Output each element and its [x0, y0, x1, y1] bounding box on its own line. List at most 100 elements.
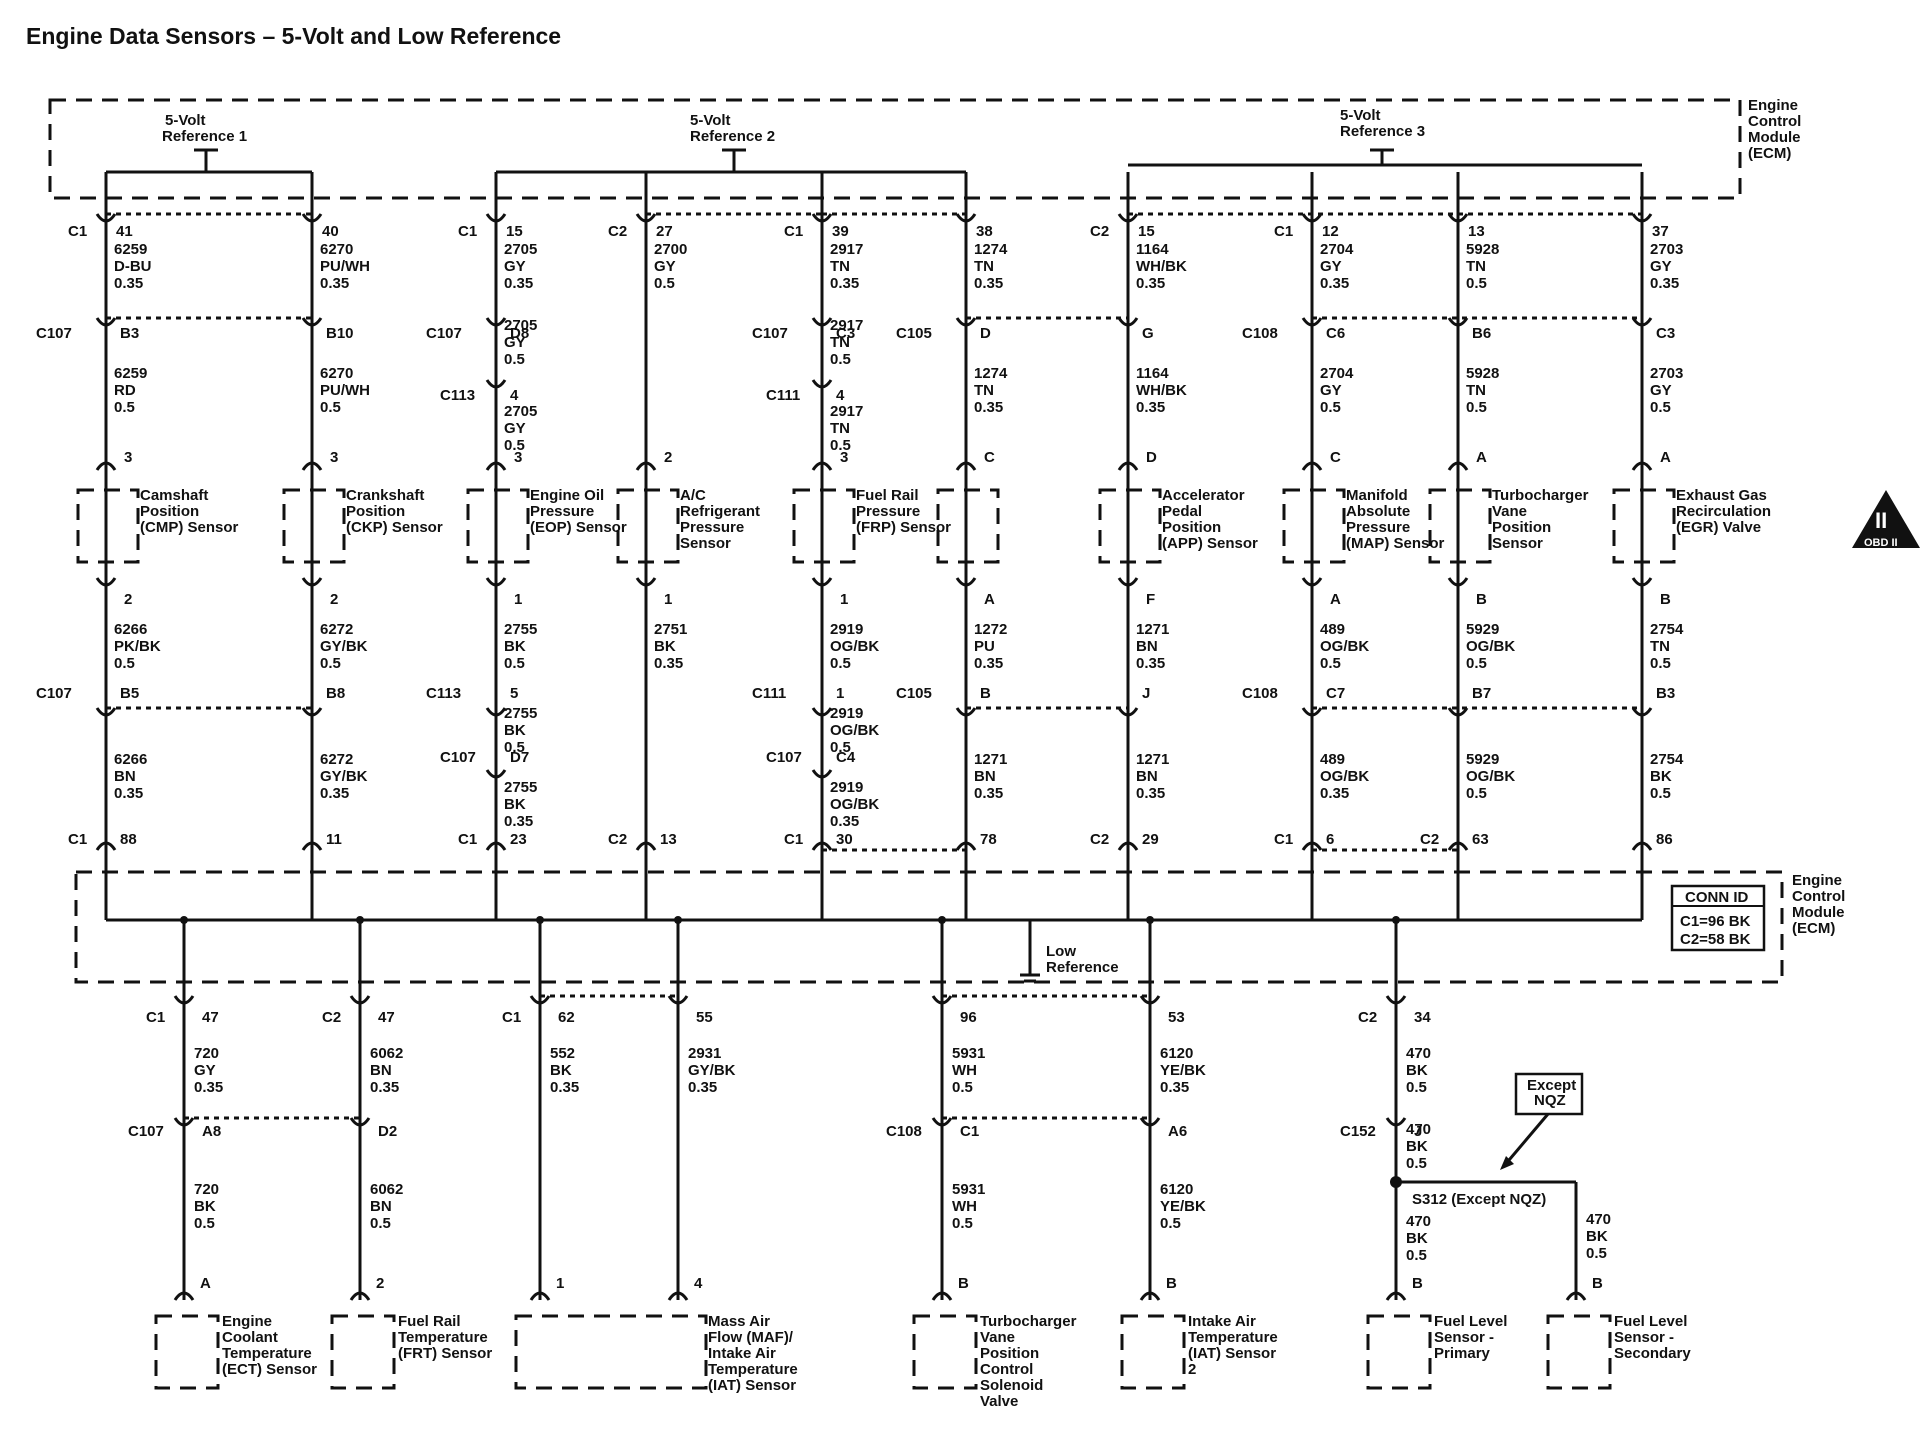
sensor-name-frp-line-2: (FRP) Sensor	[856, 519, 951, 536]
seg2-frp-1: TN	[830, 334, 850, 351]
seg2-egr-0: 2703	[1650, 365, 1683, 382]
lsensor-name-tvc-line-2: Position	[980, 1345, 1039, 1362]
inline2-pin-frp2: B	[980, 685, 991, 702]
sensor-name-map-line-2: Pressure	[1346, 519, 1410, 536]
lpin-maf1: 62	[558, 1009, 575, 1026]
pin-cup-iat2	[1139, 995, 1161, 1005]
sensor-top-cup-eop	[485, 461, 507, 471]
ecm-pin-cmp: 88	[120, 831, 137, 848]
lsensor-cup-maf2	[667, 1291, 689, 1301]
sensor-name-map-line-1: Absolute	[1346, 503, 1410, 520]
lconn-ect: C1	[146, 1009, 165, 1026]
lsensor-cup-fl	[1385, 1291, 1407, 1301]
inline2-pin-egr: B3	[1656, 685, 1675, 702]
pin-cup-cmp-top	[95, 213, 117, 223]
seg4b-eop-1: BK	[504, 796, 526, 813]
seg3-egr-0: 2754	[1650, 621, 1684, 638]
seg4b-frp-0: 2919	[830, 779, 863, 796]
lseg1-maf1-2: 0.35	[550, 1079, 579, 1096]
lsensor-box-fl2	[1546, 1314, 1612, 1390]
inline2-map: C108	[1242, 685, 1278, 702]
inline2b-pin-frp: C4	[836, 749, 856, 766]
lsensor-name-fl2-line-0: Fuel Level	[1614, 1313, 1687, 1330]
inline-frp: C107	[752, 325, 788, 342]
lseg1-iat2-2: 0.35	[1160, 1079, 1189, 1096]
inline2-eop: C113	[426, 685, 461, 702]
sensor-name-ac-line-3: Sensor	[680, 535, 731, 552]
lsensor-name-frt-line-1: Temperature	[398, 1329, 488, 1346]
inline2-frp2: C105	[896, 685, 932, 702]
lsensor-name-ect-line-1: Coolant	[222, 1329, 278, 1346]
lseg2-iat2-2: 0.5	[1160, 1215, 1181, 1232]
lsensor-name-ect-line-3: (ECT) Sensor	[222, 1361, 317, 1378]
ecm-conn-app: C2	[1090, 831, 1109, 848]
lsensor-name-fl-line-0: Fuel Level	[1434, 1313, 1507, 1330]
pin-cup-ckp-ecm	[301, 841, 323, 851]
linline-cup-fl	[1385, 1117, 1407, 1127]
seg2-tvp-0: 5928	[1466, 365, 1499, 382]
inline-cup-map	[1301, 317, 1323, 327]
sensor-name-egr-line-1: Recirculation	[1676, 503, 1771, 520]
inline2-cup-frp2	[955, 707, 977, 717]
lseg3-fl-0: 470	[1406, 1213, 1431, 1230]
sensor-bot-cup-frp	[811, 577, 833, 587]
lseg1-fl2-0: 470	[1586, 1211, 1611, 1228]
lsensor-pin-fl: B	[1412, 1275, 1423, 1292]
seg4-cmp-0: 6266	[114, 751, 147, 768]
sensor-pin-bot-ckp: 2	[330, 591, 338, 608]
lseg2-ect-0: 720	[194, 1181, 219, 1198]
seg1-frp-0: 2917	[830, 241, 863, 258]
sensor-name-app-line-0: Accelerator	[1162, 487, 1245, 504]
lsensor-box-iat2	[1120, 1314, 1186, 1390]
pin-cup-frp-ecm	[811, 841, 833, 851]
seg3-app-2: 0.35	[1136, 655, 1165, 672]
sensor-name-ac-line-2: Pressure	[680, 519, 744, 536]
inline-pin-frp: C3	[836, 325, 855, 342]
seg3-eop-1: BK	[504, 638, 526, 655]
sensor-boxes	[76, 488, 1676, 1390]
seg4-tvp-0: 5929	[1466, 751, 1499, 768]
lsensor-pin-frt: 2	[376, 1275, 384, 1292]
pin-tvp: 13	[1468, 223, 1485, 240]
seg3-tvp-1: OG/BK	[1466, 638, 1515, 655]
seg1-map-1: GY	[1320, 258, 1342, 275]
sensor-pin-bot-map: A	[1330, 591, 1341, 608]
sensor-top-cup-egr	[1631, 461, 1653, 471]
ecm-pin-ckp: 11	[326, 831, 342, 848]
conn-ac: C2	[608, 223, 627, 240]
seg4-egr-1: BK	[1650, 768, 1672, 785]
ecm-pin-frp: 30	[836, 831, 853, 848]
lsensor-name-maf2-line-2: Intake Air	[708, 1345, 776, 1362]
pin-cup-tvc	[931, 995, 953, 1005]
inline-pin-frp2: D	[980, 325, 991, 342]
sensor-name-eop-line-2: (EOP) Sensor	[530, 519, 627, 536]
sensor-pin-top-ckp: 3	[330, 449, 338, 466]
ecm-pin-ac: 13	[660, 831, 677, 848]
lsensor-cup-frt	[349, 1291, 371, 1301]
seg2-app-1: WH/BK	[1136, 382, 1187, 399]
pin-ac: 27	[656, 223, 673, 240]
seg3-eop-0: 2755	[504, 621, 537, 638]
lseg3-fl-2: 0.5	[1406, 1247, 1427, 1264]
inline2-pin-app: J	[1142, 685, 1150, 702]
sensor-name-eop-line-0: Engine Oil	[530, 487, 604, 504]
sensor-name-ckp-line-1: Position	[346, 503, 405, 520]
sensor-name-frp-line-0: Fuel Rail	[856, 487, 919, 504]
pin-cup-frp2-ecm	[955, 841, 977, 851]
seg2-egr-1: GY	[1650, 382, 1672, 399]
lseg1-iat2-0: 6120	[1160, 1045, 1193, 1062]
seg2-egr-2: 0.5	[1650, 399, 1671, 416]
lseg1-frt-1: BN	[370, 1062, 392, 1079]
sensor-pin-bot-app: F	[1146, 591, 1155, 608]
lpin-ect: 47	[202, 1009, 219, 1026]
sensor-name-map-line-0: Manifold	[1346, 487, 1408, 504]
lseg2-fl-1: BK	[1406, 1138, 1428, 1155]
conn-map: C1	[1274, 223, 1293, 240]
sensor-bot-cup-egr	[1631, 577, 1653, 587]
lseg1-fl-2: 0.5	[1406, 1079, 1427, 1096]
pin-cup-map-ecm	[1301, 841, 1323, 851]
seg1-tvp-2: 0.5	[1466, 275, 1487, 292]
sensor-box-ac	[616, 488, 680, 564]
